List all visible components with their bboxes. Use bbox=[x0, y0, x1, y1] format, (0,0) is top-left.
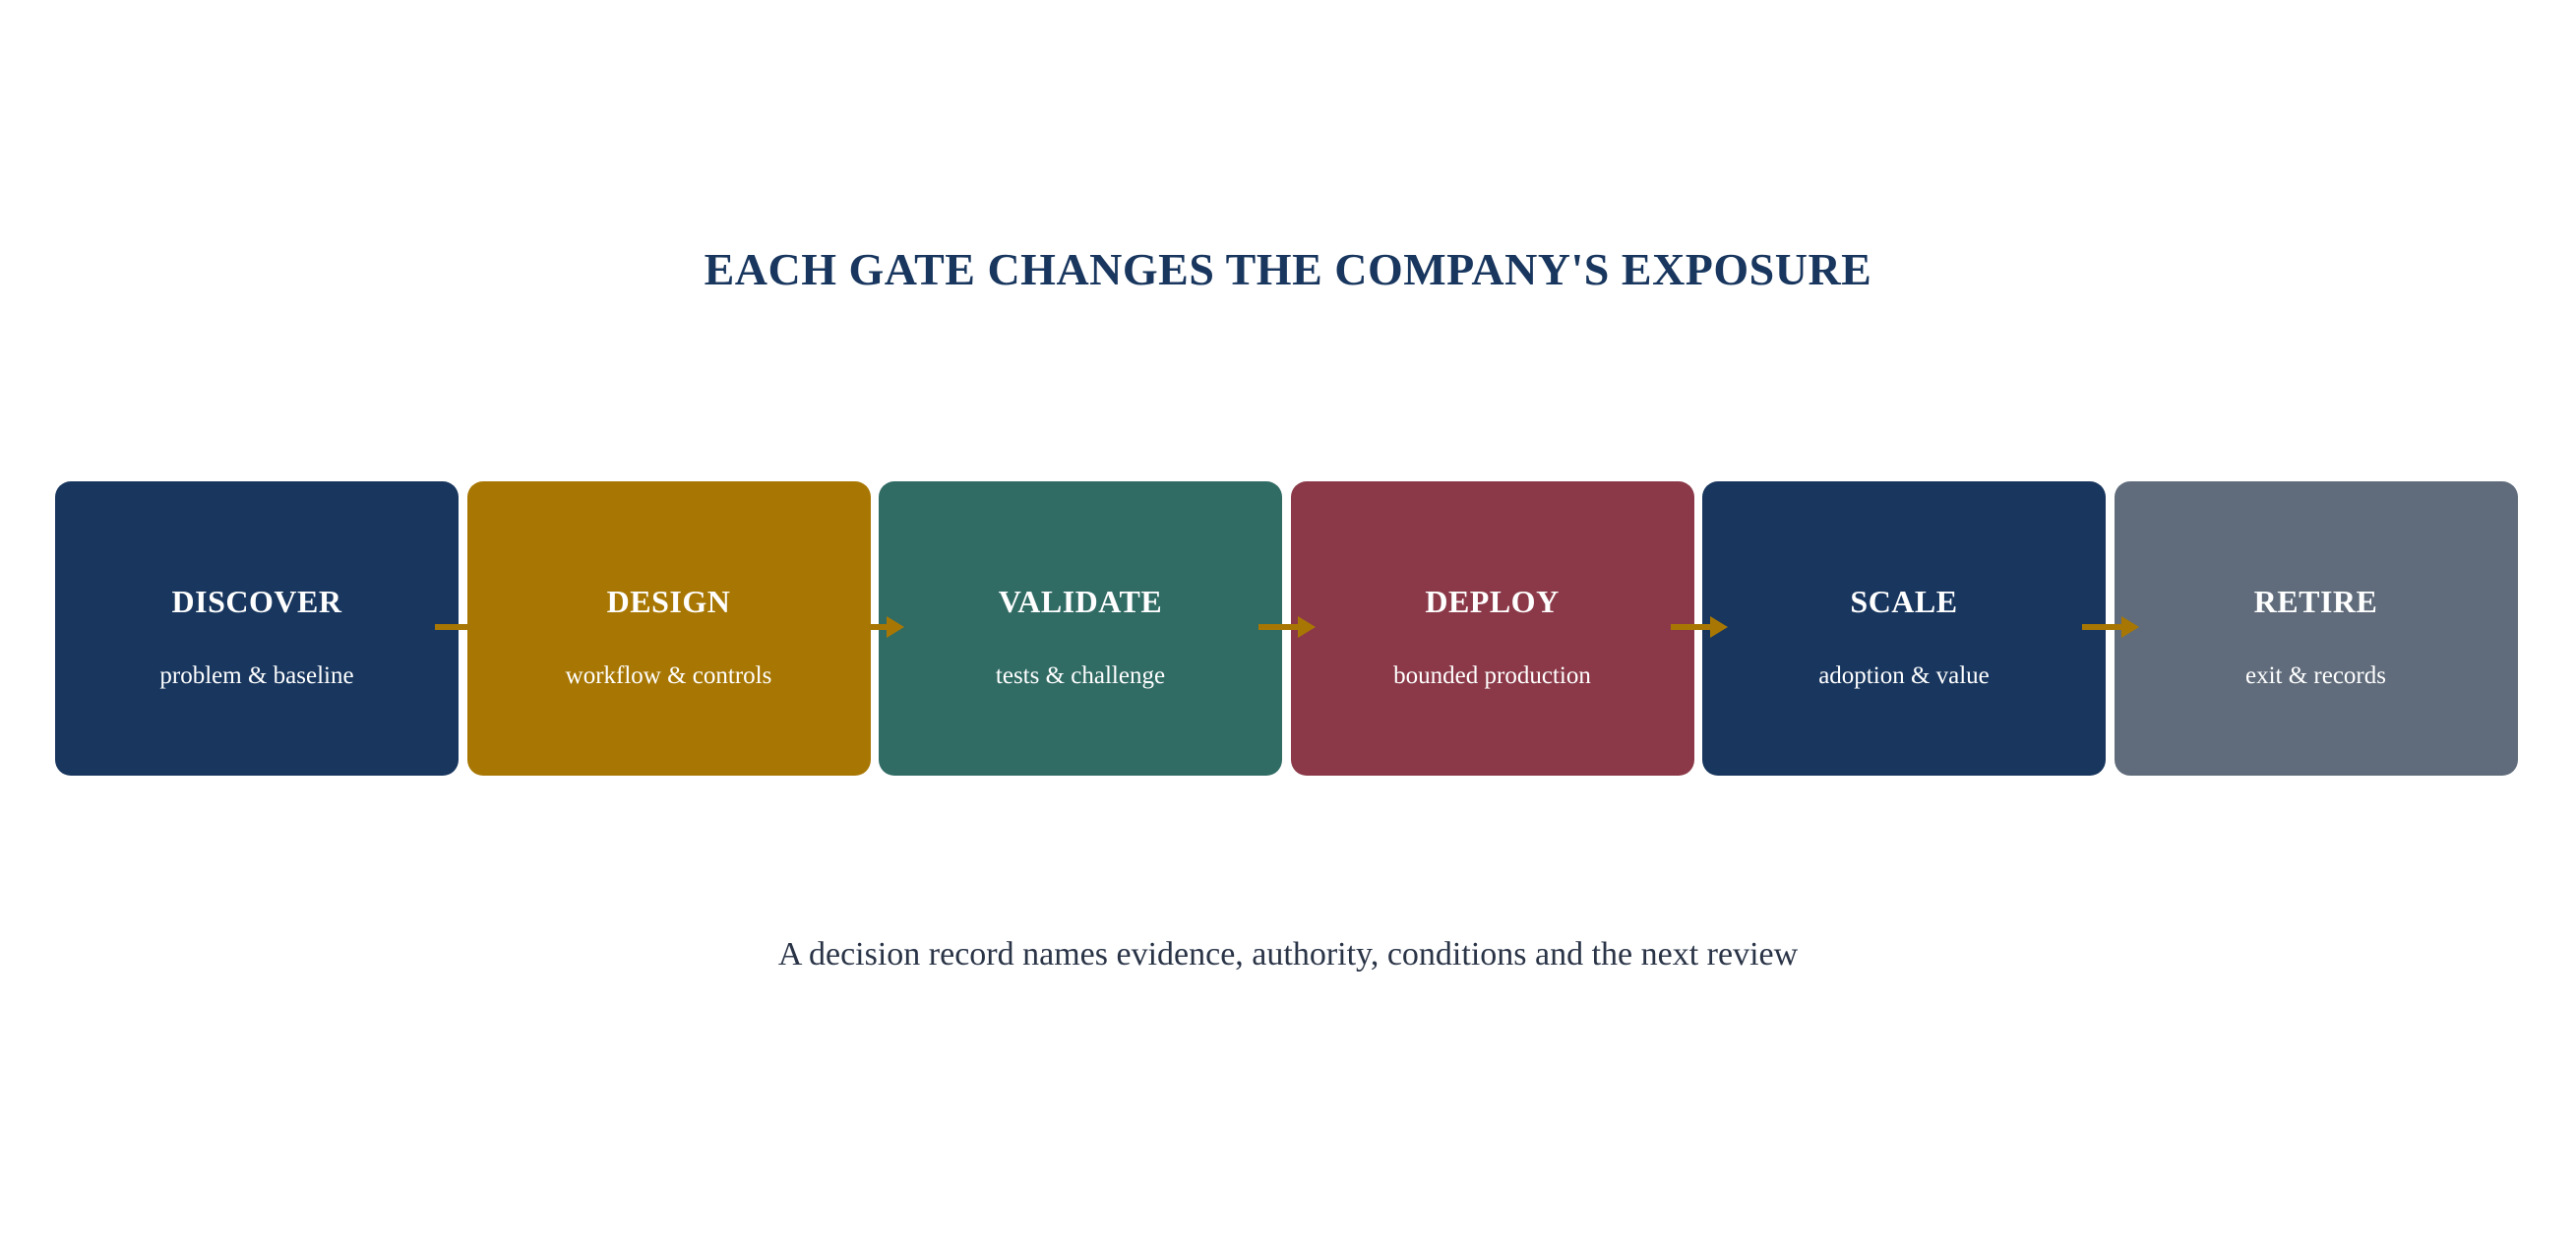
stage-name: SCALE bbox=[1850, 584, 1958, 619]
arrow-right-icon bbox=[1258, 616, 1316, 638]
stage-name: DEPLOY bbox=[1425, 584, 1560, 619]
arrow-right-icon bbox=[435, 616, 492, 638]
arrow-right-icon bbox=[2082, 616, 2139, 638]
stage-retire: RETIRE exit & records bbox=[2114, 481, 2518, 776]
stage-validate: VALIDATE tests & challenge bbox=[879, 481, 1282, 776]
stage-discover: DISCOVER problem & baseline bbox=[55, 481, 459, 776]
diagram-caption: A decision record names evidence, author… bbox=[777, 936, 1799, 973]
stage-scale: SCALE adoption & value bbox=[1702, 481, 2106, 776]
stage-name: DISCOVER bbox=[171, 584, 342, 619]
stage-deploy: DEPLOY bounded production bbox=[1290, 481, 1694, 776]
stage-name: DESIGN bbox=[606, 584, 731, 619]
stage-description: adoption & value bbox=[1818, 662, 1990, 689]
stage-description: bounded production bbox=[1393, 662, 1591, 689]
stage-description: workflow & controls bbox=[565, 662, 772, 689]
stage-description: tests & challenge bbox=[995, 662, 1166, 689]
arrow-right-icon bbox=[846, 616, 904, 638]
stage-name: VALIDATE bbox=[998, 584, 1163, 619]
stage-design: DESIGN workflow & controls bbox=[466, 481, 871, 776]
stage-description: exit & records bbox=[2244, 662, 2386, 689]
stage-name: RETIRE bbox=[2253, 584, 2378, 619]
arrow-right-icon bbox=[1670, 616, 1728, 638]
diagram-title: EACH GATE CHANGES THE COMPANY'S EXPOSURE bbox=[704, 244, 1872, 294]
stage-description: problem & baseline bbox=[159, 662, 354, 689]
